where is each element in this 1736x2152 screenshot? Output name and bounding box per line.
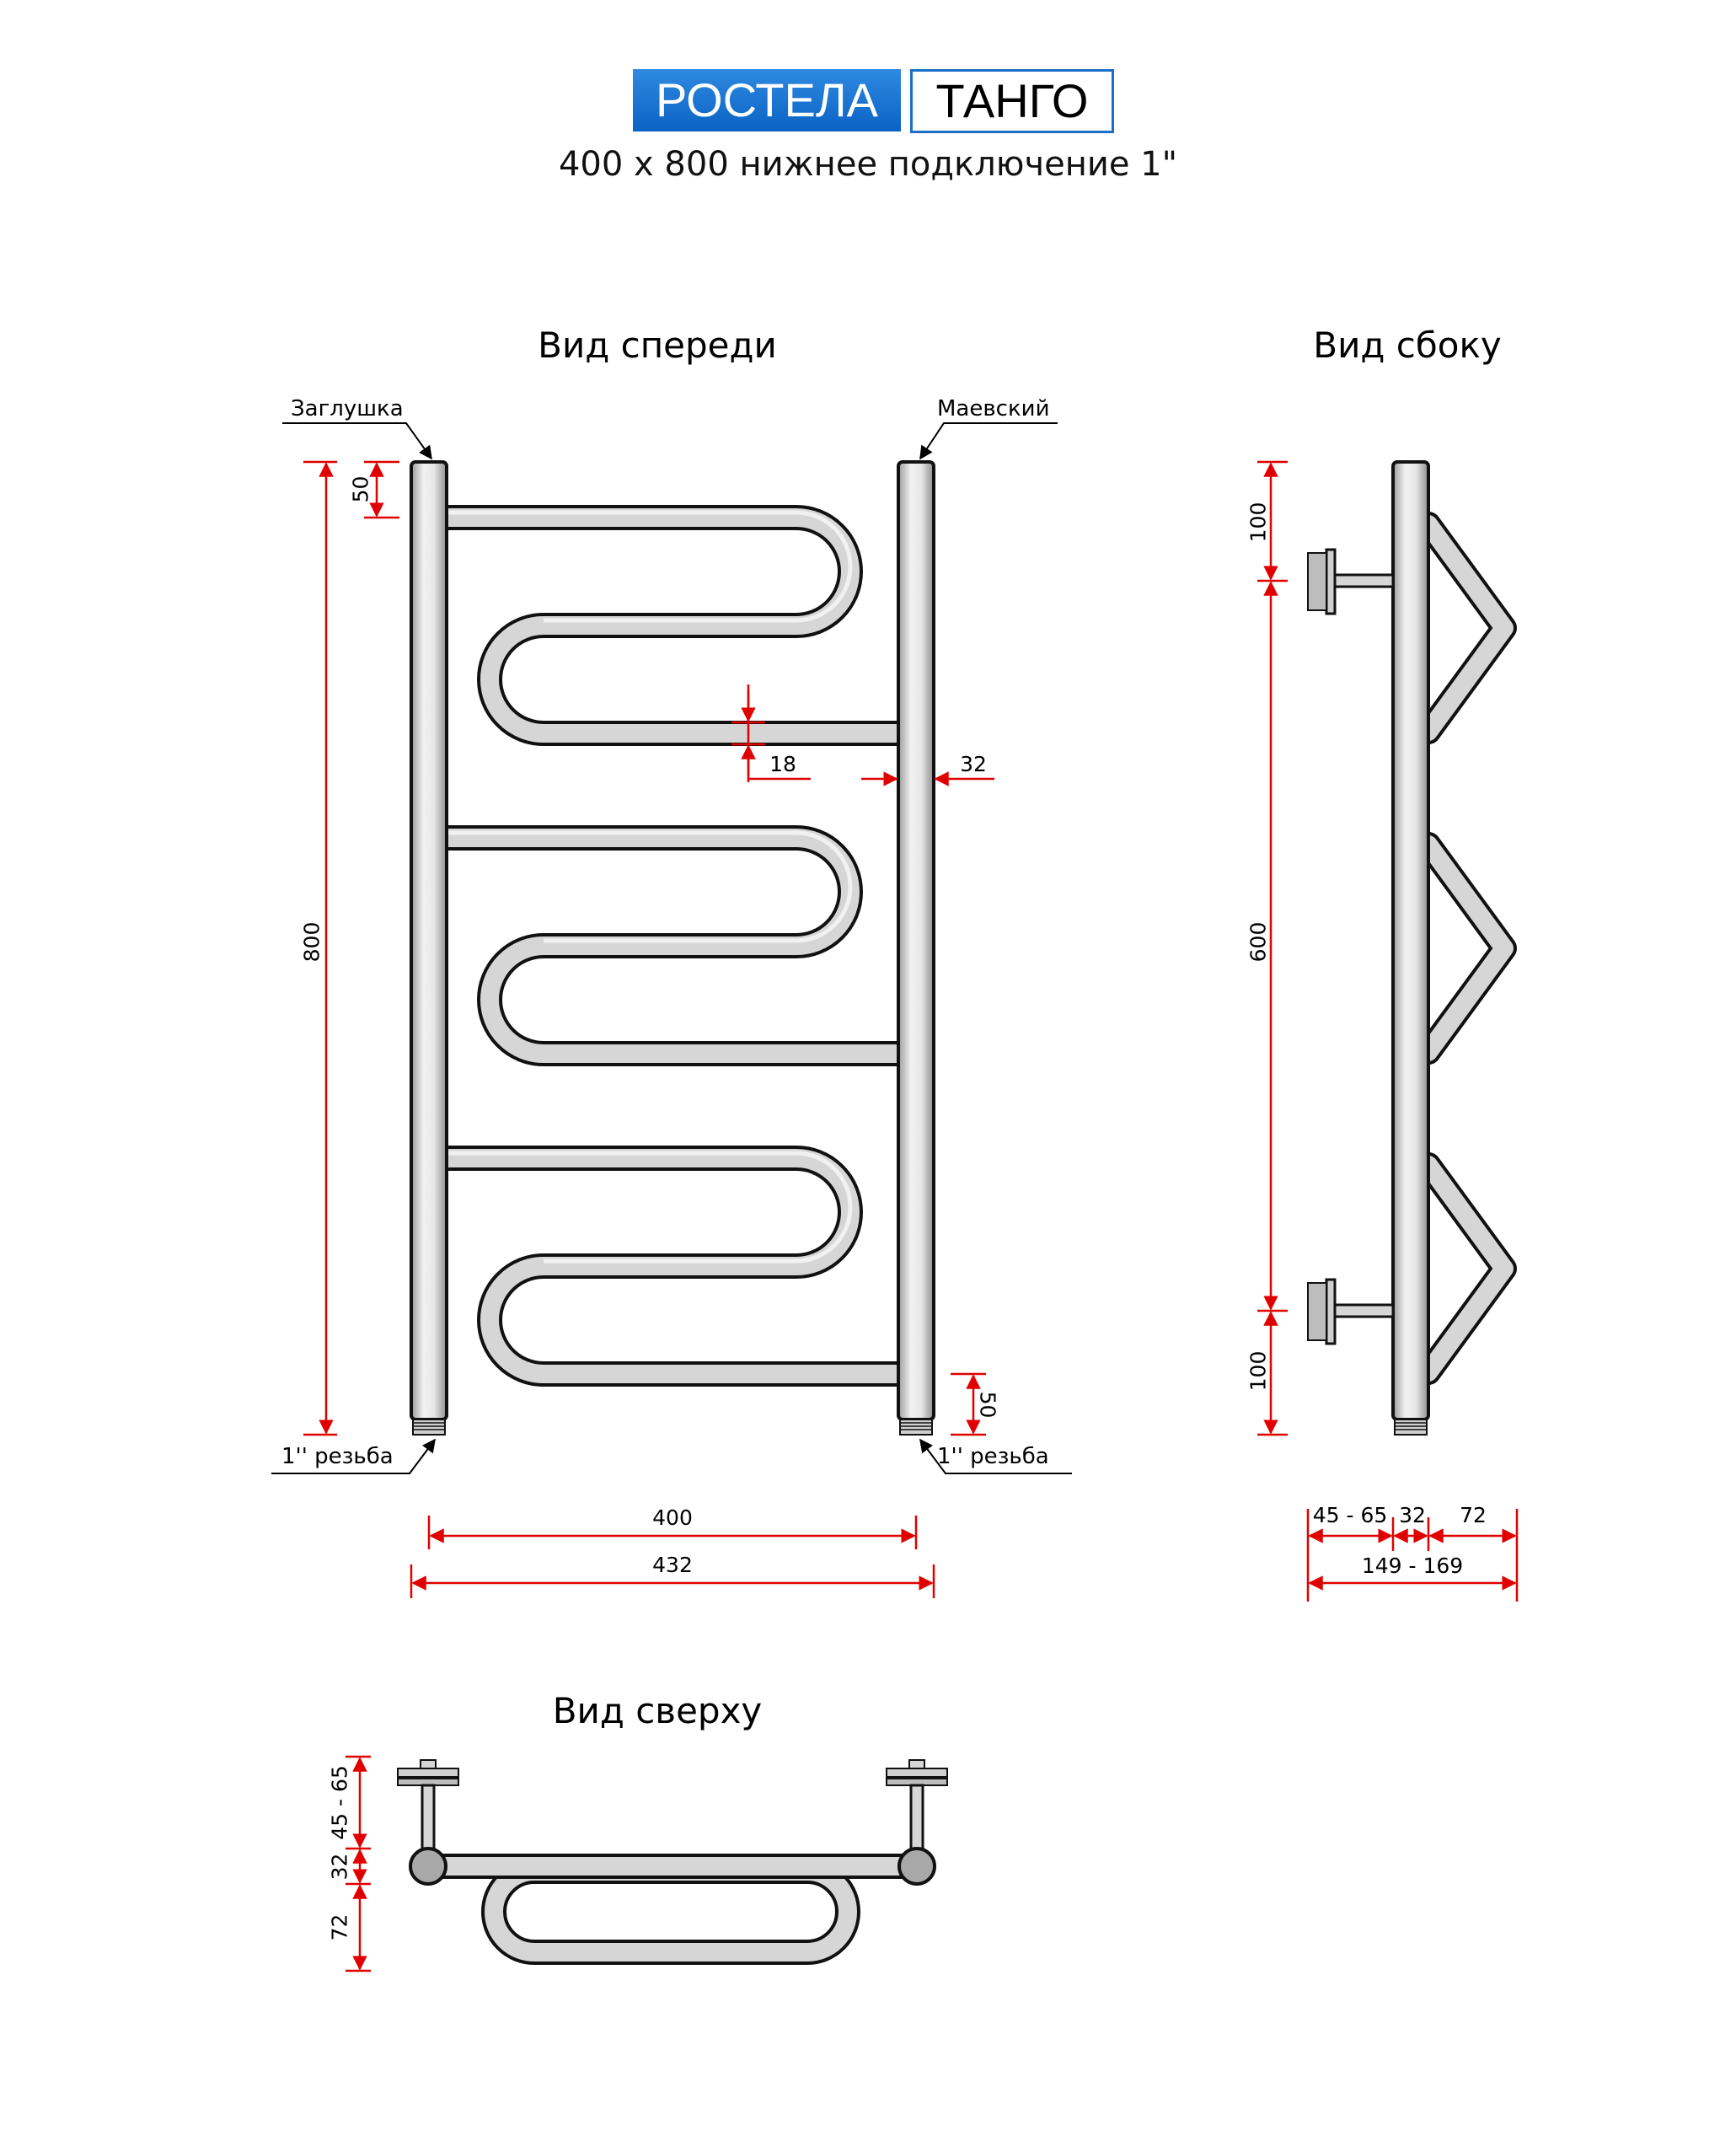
top-view-title: Вид сверху [552,1690,763,1731]
side-rungs [1416,512,1517,1385]
callout-plug: Заглушка [291,396,404,421]
rung-group-top [431,505,911,746]
right-riser [897,460,935,1436]
dim-rung-diameter-18: 18 [769,752,796,776]
callout-thread-right: 1'' резьба [937,1444,1049,1469]
dim-riser-diameter-32: 32 [960,752,987,776]
top-view [346,1755,948,1972]
dim-top-depth-72: 72 [327,1913,352,1941]
dim-side-depth-72: 72 [1460,1503,1487,1527]
top-riser-left [409,1847,447,1886]
left-riser [410,460,448,1436]
callout-thread-left: 1'' резьба [281,1444,394,1469]
side-view-title: Вид сбоку [1313,325,1502,366]
dim-side-bottom-100: 100 [1246,1350,1271,1392]
dim-side-wall-gap: 45 - 65 [1312,1503,1388,1527]
side-bracket-bottom [1307,1278,1395,1345]
side-view [1257,460,1519,1602]
front-dimension-lines [303,460,994,1598]
side-bracket-top [1307,548,1395,615]
dim-side-overall: 149 - 169 [1361,1554,1464,1578]
dim-side-middle-600: 600 [1246,921,1271,963]
dim-overall-width-432: 432 [652,1553,693,1577]
dim-top-offset-50: 50 [348,475,373,503]
side-dimension-lines [1257,460,1519,1602]
dim-height-800: 800 [299,921,324,963]
brand-badge: РОСТЕЛА [633,69,901,131]
top-bracket-left [397,1759,459,1853]
dim-side-riser-32: 32 [1399,1503,1426,1527]
side-riser [1391,460,1430,1436]
top-dimension-lines [346,1755,371,1972]
callout-leaders [271,422,1072,1474]
dim-top-riser-32: 32 [327,1853,352,1881]
dim-center-distance-400: 400 [652,1505,693,1530]
top-riser-right [897,1847,936,1886]
dim-bottom-offset-50: 50 [975,1391,1000,1419]
model-badge: ТАНГО [910,69,1114,133]
front-view-title: Вид спереди [538,325,777,366]
top-rung-loop [415,1854,930,1965]
rung-group-middle [431,825,911,1066]
dim-top-wall-gap: 45 - 65 [327,1765,352,1840]
dim-side-top-100: 100 [1246,502,1271,543]
front-view [271,422,1072,1598]
top-bracket-right [886,1759,948,1853]
subtitle: 400 х 800 нижнее подключение 1" [558,145,1178,184]
rung-group-bottom [431,1146,911,1387]
callout-air-valve: Маевский [937,396,1050,421]
